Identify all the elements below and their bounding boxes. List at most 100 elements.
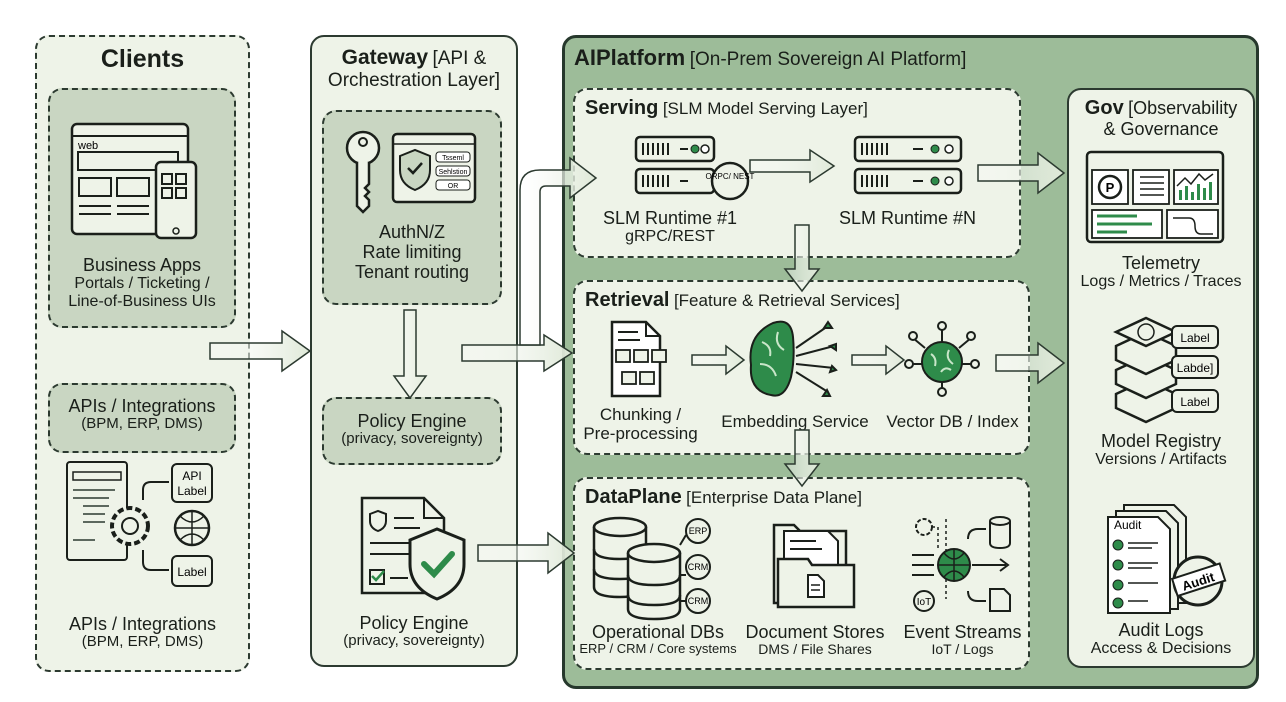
opdbs-title: Operational DBs (591, 622, 725, 642)
crm-badge: CRM (688, 596, 709, 606)
business-apps-title: Business Apps (82, 255, 202, 275)
retrieval-title: Retrieval [Feature & Retrieval Services] (585, 289, 900, 311)
arrow-chunking-to-embedding (691, 344, 746, 376)
auth-line1: AuthN/Z (378, 222, 446, 242)
auth-label: AuthN/Z Rate limiting Tenant routing (322, 222, 502, 282)
policy-box-label: Policy Engine (privacy, sovereignty) (322, 411, 502, 448)
chunking-line1: Chunking / (599, 405, 682, 424)
server-icon: ORPC/ NEST (634, 135, 755, 201)
arrow-retrieval-to-gov (995, 341, 1066, 385)
events-title: Event Streams (903, 622, 1022, 642)
telemetry-subtitle: Logs / Metrics / Traces (1080, 273, 1242, 291)
arrow-serving-to-gov (977, 151, 1066, 195)
docs-subtitle: DMS / File Shares (758, 641, 872, 658)
chunking-label: Chunking / Pre-processing (578, 405, 703, 443)
apis-integrations-box (48, 383, 236, 453)
gov-title-bold: Gov (1084, 97, 1124, 119)
dataplane-title-rest: [Enterprise Data Plane] (686, 488, 862, 507)
vectordb-label: Vector DB / Index (886, 412, 1019, 431)
form-item: OR (448, 183, 459, 190)
docs-label: Document Stores DMS / File Shares (740, 622, 890, 658)
apis-subtitle: (BPM, ERP, DMS) (81, 633, 204, 651)
apis-box-subtitle: (BPM, ERP, DMS) (81, 415, 203, 433)
policy-title: Policy Engine (359, 613, 469, 633)
dataplane-title: DataPlane [Enterprise Data Plane] (585, 486, 862, 508)
telemetry-title: Telemetry (1121, 253, 1201, 273)
audit-title: Audit Logs (1118, 620, 1204, 640)
arrow-retrieval-to-dataplane (783, 429, 821, 488)
arrow-gateway-to-retrieval (461, 333, 574, 373)
policy-label: Policy Engine (privacy, sovereignty) (310, 613, 518, 650)
retrieval-title-bold: Retrieval (585, 289, 670, 311)
aiplatform-title-bold: AIPlatform (574, 45, 686, 70)
iot-badge: IoT (917, 597, 931, 608)
runtime1-subtitle: gRPC/REST (625, 228, 715, 246)
gov-title-line2: & Governance (1103, 119, 1219, 140)
business-apps-label: Business Apps Portals / Ticketing / Line… (48, 255, 236, 311)
policy-engine-box (322, 397, 502, 465)
serving-title: Serving [SLM Model Serving Layer] (585, 97, 868, 119)
events-subtitle: IoT / Logs (931, 641, 994, 658)
document-chunks-icon (610, 320, 667, 398)
dataplane-title-bold: DataPlane (585, 486, 682, 508)
api-integration-gear-icon: API Label Label (66, 461, 213, 587)
dashboard-icon: P (1085, 150, 1225, 244)
gateway-title-line2: Orchestration Layer] (327, 69, 501, 91)
apis-box-title: APIs / Integrations (68, 396, 216, 416)
web-and-mobile-app-icon: web (70, 122, 198, 240)
runtimeN-label: SLM Runtime #N (838, 208, 977, 228)
audit-subtitle: Access & Decisions (1090, 640, 1232, 658)
chunking-line2: Pre-processing (583, 424, 698, 444)
runtime1-label: SLM Runtime #1 gRPC/REST (600, 208, 740, 246)
arrow-serving-to-retrieval (783, 224, 821, 293)
form-item: Tsseml (442, 155, 464, 162)
gov-title: Gov [Observability & Governance (1067, 97, 1255, 140)
retrieval-title-rest: [Feature & Retrieval Services] (673, 291, 900, 310)
apis-box-label: APIs / Integrations (BPM, ERP, DMS) (48, 396, 236, 433)
form-item: Sehlstion (439, 169, 468, 176)
aiplatform-title-rest: [On-Prem Sovereign AI Platform] (689, 49, 967, 70)
erp-badge: ERP (689, 526, 708, 536)
serving-title-rest: [SLM Model Serving Layer] (662, 99, 868, 118)
folder-documents-icon (772, 523, 856, 609)
brain-network-icon (904, 321, 980, 397)
policy-document-shield-icon (360, 496, 466, 601)
policy-subtitle: (privacy, sovereignty) (343, 632, 485, 650)
label-tag: Label (177, 565, 206, 579)
arrow-runtime1-to-runtimeN (749, 148, 836, 184)
business-apps-line3: Line-of-Business UIs (68, 293, 216, 311)
audit-label: Audit Logs Access & Decisions (1067, 620, 1255, 658)
server-icon (853, 135, 963, 195)
policy-box-subtitle: (privacy, sovereignty) (341, 430, 483, 448)
gov-title-rest: [Observability (1128, 98, 1238, 118)
clients-title: Clients (100, 45, 185, 73)
grpc-badge: ORPC/ NEST (706, 172, 755, 181)
aiplatform-title: AIPlatform [On-Prem Sovereign AI Platfor… (574, 45, 967, 71)
business-apps-line2: Portals / Ticketing / (74, 275, 210, 293)
runtime1-title: SLM Runtime #1 (602, 208, 738, 228)
events-label: Event Streams IoT / Logs (895, 622, 1030, 658)
svg-text:P: P (1106, 180, 1115, 195)
crm-badge: CRM (688, 562, 709, 572)
audit-checklist-icon: Audit Audit (1107, 504, 1227, 614)
docs-title: Document Stores (745, 622, 885, 642)
arrow-gateway-to-serving (519, 156, 598, 346)
api-tag-label: Label (177, 484, 206, 498)
gateway-title-bold: Gateway (341, 46, 429, 69)
embedding-label: Embedding Service (721, 412, 869, 431)
opdbs-subtitle: ERP / CRM / Core systems (579, 641, 737, 657)
gateway-title-rest: [API & (432, 48, 487, 69)
arrow-embedding-to-vectordb (851, 344, 906, 376)
apis-title: APIs / Integrations (68, 614, 217, 634)
arrow-clients-to-gateway (209, 329, 312, 373)
key-and-shield-login-icon: Tsseml Sehlstion OR (345, 130, 477, 214)
auth-line3: Tenant routing (354, 262, 470, 283)
arrow-gateway-to-dataplane (477, 531, 576, 575)
database-icon: ERP CRM CRM (592, 516, 711, 621)
policy-box-title: Policy Engine (357, 411, 467, 431)
opdbs-label: Operational DBs ERP / CRM / Core systems (573, 622, 743, 657)
registry-title: Model Registry (1100, 431, 1222, 451)
arrow-auth-to-policy (392, 309, 428, 400)
